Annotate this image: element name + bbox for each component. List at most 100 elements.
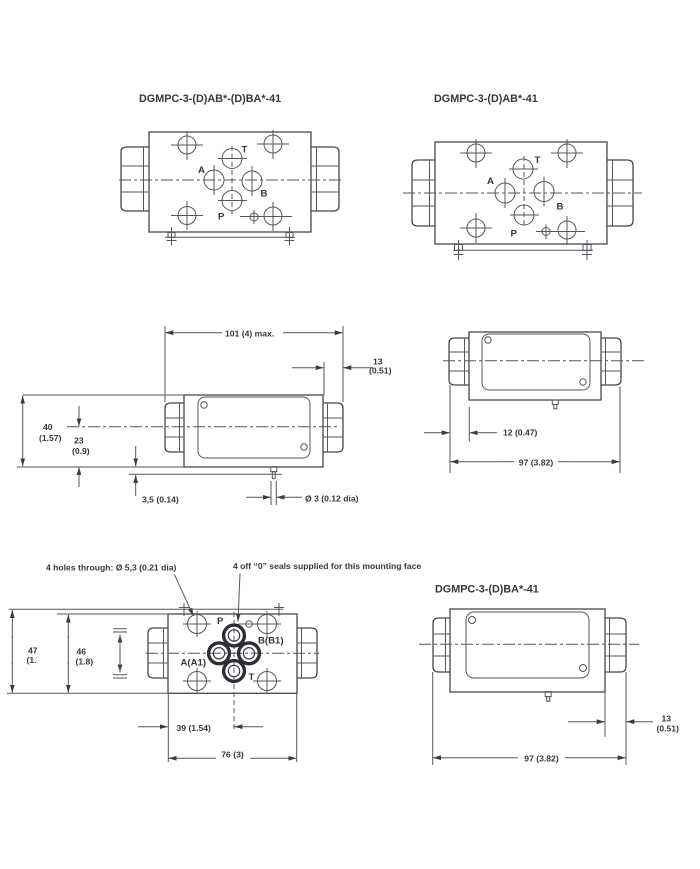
hex-nut-left [164, 402, 184, 453]
view-title: DGMPC-3-(D)AB*-41 [434, 93, 538, 105]
dim-width-76: 76 (3) [168, 750, 297, 761]
view-title: DGMPC-3-(D)BA*-41 [435, 584, 539, 596]
hex-nut-right [323, 402, 344, 453]
dim-text: 40 [43, 422, 53, 432]
port-b-label: B [557, 202, 564, 213]
bottom-seal-strip [453, 240, 593, 260]
dim-pin-offset: 3,5 (0.14) [133, 446, 179, 505]
dim-end-13: 13 (0.51) [568, 714, 679, 734]
dim-text: 13 [373, 357, 383, 367]
dim-text: 3,5 (0.14) [142, 495, 179, 505]
dim-length-97: 97 (3.82) [450, 458, 620, 468]
side-view-small: 12 (0.47) 97 (3.82) [424, 331, 647, 474]
hex-nut-left [448, 337, 469, 386]
hex-nut-right [605, 617, 627, 673]
corner-bolt-holes [183, 611, 281, 694]
dim-center-39: 39 (1.54) [138, 723, 263, 733]
port-p-seal [221, 623, 247, 648]
hex-nut-left [432, 617, 450, 673]
valve-body-outline [183, 394, 324, 468]
dim-pin-dia: Ø 3 (0.12 dia) [246, 494, 359, 504]
cover-screw [579, 664, 587, 672]
dim-height-40: 40 (1.57) [20, 395, 62, 467]
side-view-main: 101 (4) max. 13 (0.51) 40 (1.57) 23 (0.9… [17, 326, 392, 505]
mounting-face-view: 4 holes through: Ø 5,3 (0.21 dia) 4 off … [7, 561, 421, 762]
port-b-label: B [261, 189, 268, 200]
extension-lines [449, 385, 621, 474]
corner-bolt-holes [460, 139, 585, 245]
cover-screw [579, 378, 587, 386]
port-b-seal [236, 641, 262, 666]
extension-lines [17, 326, 344, 505]
port-labels: T A B P [487, 155, 564, 240]
dim-nut-12: 12 (0.47) [424, 428, 538, 438]
cover-screw [468, 616, 476, 624]
dim-text: (1.57) [39, 433, 62, 443]
dim-text: Ø 3 (0.12 dia) [305, 494, 359, 504]
port-a-label: A(A1) [181, 658, 207, 669]
dim-text: 12 (0.47) [503, 428, 538, 438]
dim-text: 97 (3.82) [524, 754, 559, 764]
corner-bolt-holes [171, 130, 292, 231]
bottom-seal-strip [165, 227, 295, 246]
port-t-label: T [535, 155, 541, 166]
valve-body-outline [468, 331, 602, 401]
locating-pin [544, 691, 552, 702]
dim-length-max: 101 (4) max. [165, 329, 343, 339]
port-p-label: P [511, 229, 518, 240]
dim-text: 101 (4) max. [225, 329, 274, 339]
port-holes [203, 148, 263, 224]
side-view-ba: DGMPC-3-(D)BA*-41 [419, 584, 679, 765]
dim-text: (0.51) [369, 366, 392, 376]
port-t-label: T [242, 145, 248, 156]
dim-height-47: 47 (1. [9, 610, 38, 693]
port-t-seal [221, 658, 247, 684]
dim-length-97: 97 (3.82) [433, 754, 626, 764]
dim-text: (1.8) [76, 657, 94, 667]
hex-nut-right [601, 337, 622, 386]
view-title: DGMPC-3-(D)AB*-(D)BA*-41 [139, 93, 281, 105]
port-a-seal [206, 641, 232, 666]
hex-nut-right [607, 159, 634, 227]
cover-screw [484, 336, 492, 344]
dim-text: (0.51) [657, 724, 680, 734]
valve-body-outline [148, 131, 312, 233]
dim-text: 97 (3.82) [519, 458, 554, 468]
port-seals [206, 623, 262, 684]
port-labels: T A B P [198, 145, 268, 223]
note-holes: 4 holes through: Ø 5,3 (0.21 dia) [46, 563, 177, 573]
top-seal-strip [9, 603, 284, 616]
cover-screw [300, 443, 308, 451]
port-p-label: P [217, 616, 224, 627]
cover-screw [200, 401, 208, 409]
dim-text: (1. [27, 655, 37, 665]
port-labels: P B(B1) A(A1) T [181, 616, 284, 683]
dim-text: 23 [74, 436, 84, 446]
hex-nut-right [311, 146, 340, 212]
dim-text: 39 (1.54) [177, 723, 212, 733]
dim-text: 13 [662, 714, 672, 724]
cover-plate [481, 333, 591, 391]
dim-text: 46 [77, 647, 87, 657]
extension-lines [432, 672, 627, 765]
port-p-label: P [218, 212, 225, 223]
cover-plate [465, 611, 590, 679]
center-lines [146, 612, 319, 729]
port-a-label: A [198, 165, 205, 176]
hex-nut-left [120, 146, 149, 212]
cover-plate [197, 396, 311, 459]
dim-text: 47 [28, 646, 38, 656]
center-lines [119, 146, 342, 214]
note-seals: 4 off “0” seals supplied for this mounti… [233, 561, 421, 571]
port-b-label: B(B1) [258, 636, 284, 647]
dim-text: (0.9) [72, 446, 90, 456]
plan-view-ab: DGMPC-3-(D)AB*-41 [403, 93, 642, 260]
port-t-label: T [249, 672, 255, 683]
equal-spacing-marks [113, 628, 127, 679]
center-lines [403, 156, 642, 228]
valve-body-outline [449, 608, 606, 693]
dim-text: 76 (3) [221, 750, 244, 760]
plan-view-ab-ba: DGMPC-3-(D)AB*-(D)BA*-41 [119, 93, 342, 246]
